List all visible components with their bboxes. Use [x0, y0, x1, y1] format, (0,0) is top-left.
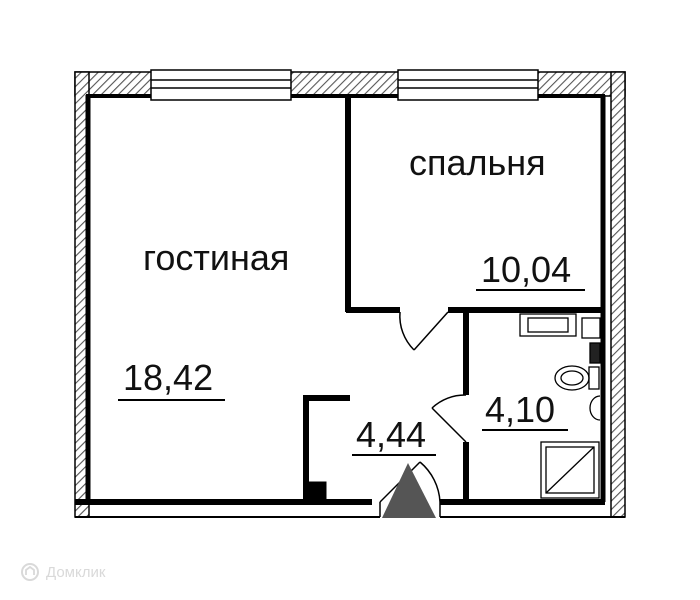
room-area-hall: 4,44 [356, 414, 426, 455]
watermark: Домклик [20, 562, 105, 582]
door-bathroom [431, 394, 467, 443]
interior-walls [303, 96, 605, 503]
bathtub-fixture-icon [519, 313, 601, 339]
window-living [150, 69, 292, 101]
entrance-triangle-icon [382, 463, 436, 518]
bottom-wall [75, 499, 625, 518]
room-area-bathroom: 4,10 [485, 389, 555, 430]
room-area-bedroom: 10,04 [481, 249, 571, 290]
room-area-living: 18,42 [123, 357, 213, 398]
window-bedroom [397, 69, 539, 101]
sink-icon [589, 342, 601, 421]
toilet-icon [554, 365, 600, 391]
domclick-logo-icon [21, 563, 39, 581]
room-name-bedroom: спальня [409, 142, 546, 183]
watermark-text: Домклик [46, 563, 106, 581]
shower-tray-icon [540, 441, 600, 499]
room-name-living: гостиная [143, 237, 289, 278]
door-bedroom [399, 311, 449, 351]
